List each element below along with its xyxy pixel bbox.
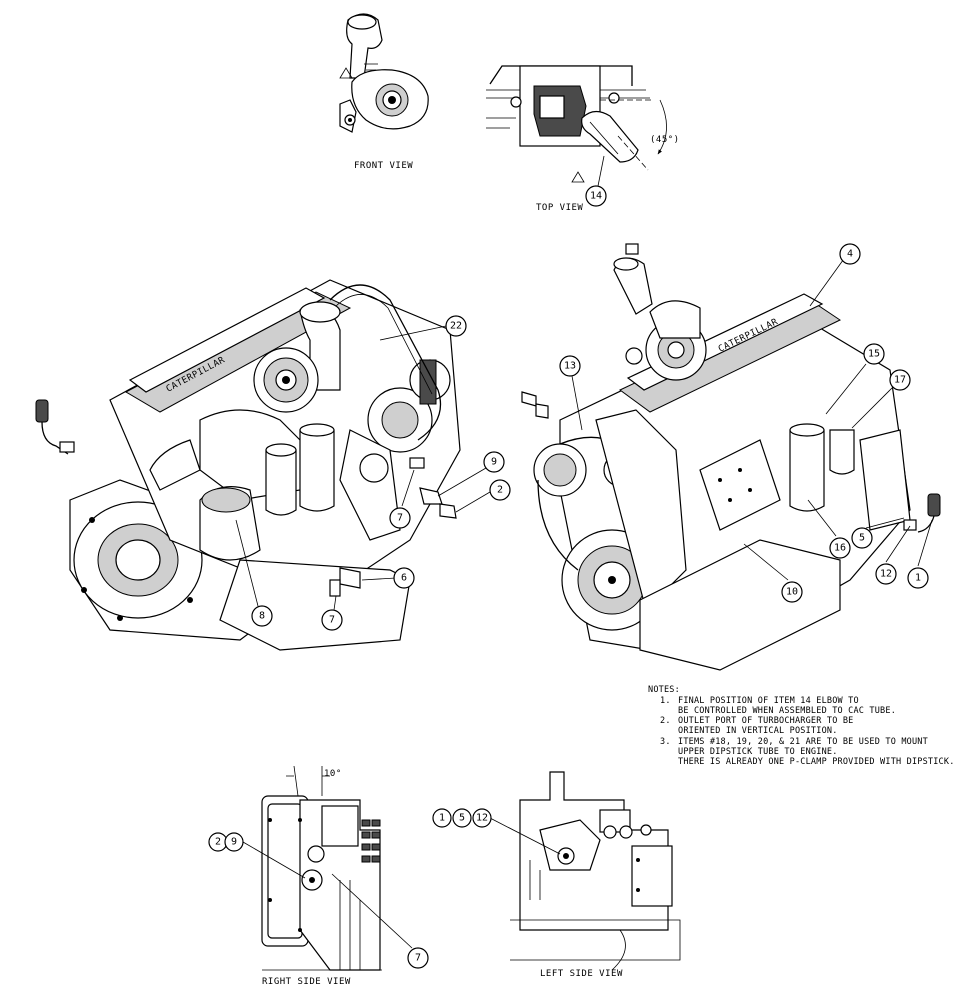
callout-10: 10 (743, 543, 803, 603)
svg-text:2: 2 (497, 485, 503, 496)
svg-text:1.: 1. (660, 696, 671, 706)
svg-text:7: 7 (415, 953, 421, 964)
svg-text:12: 12 (476, 813, 488, 824)
svg-text:22: 22 (450, 321, 462, 332)
svg-text:4: 4 (847, 249, 853, 260)
svg-text:ITEMS #18, 19, 20, & 21 ARE TO: ITEMS #18, 19, 20, & 21 ARE TO BE USED T… (678, 737, 928, 747)
callout-ls-5: 5 (452, 808, 472, 828)
svg-text:9: 9 (491, 457, 497, 468)
svg-text:BE CONTROLLED WHEN ASSEMBLED T: BE CONTROLLED WHEN ASSEMBLED TO CAC TUBE… (678, 706, 896, 716)
callout-rs-2: 2 (208, 832, 228, 852)
svg-text:17: 17 (894, 375, 906, 386)
svg-text:14: 14 (590, 191, 602, 202)
svg-text:10: 10 (786, 587, 798, 598)
svg-text:FINAL POSITION OF ITEM 14 ELBO: FINAL POSITION OF ITEM 14 ELBOW TO (678, 696, 859, 706)
svg-text:16: 16 (834, 543, 846, 554)
right-side-view-drawing (261, 765, 382, 971)
svg-text:7: 7 (397, 513, 403, 524)
svg-text:9: 9 (231, 837, 237, 848)
callout-5: 5 (851, 517, 905, 549)
top-view-drawing (486, 65, 667, 183)
callout-4: 4 (809, 243, 861, 307)
callout-7-upper: 7 (389, 469, 415, 529)
angle-10-label: 10° (324, 769, 342, 779)
svg-text:12: 12 (880, 569, 892, 580)
top-view-label: TOP VIEW (536, 203, 583, 213)
front-view-drawing (339, 13, 429, 133)
svg-text:7: 7 (329, 615, 335, 626)
svg-text:2.: 2. (660, 716, 671, 726)
callout-2: 2 (455, 479, 511, 513)
svg-text:ORIENTED IN VERTICAL POSITION.: ORIENTED IN VERTICAL POSITION. (678, 726, 838, 736)
angle-45-label: (45°) (650, 135, 680, 145)
callout-ls-1: 1 (432, 808, 452, 828)
svg-text:15: 15 (868, 349, 880, 360)
svg-text:UPPER DIPSTICK TUBE TO ENGINE.: UPPER DIPSTICK TUBE TO ENGINE. (678, 747, 838, 757)
callout-12: 12 (875, 525, 911, 585)
right-engine-drawing: CATERPILLAR (521, 243, 941, 671)
svg-text:OUTLET PORT OF TURBOCHARGER TO: OUTLET PORT OF TURBOCHARGER TO BE (678, 716, 853, 726)
left-side-view-label: LEFT SIDE VIEW (540, 969, 623, 979)
svg-text:13: 13 (564, 361, 576, 372)
callout-13: 13 (559, 355, 583, 431)
svg-text:THERE IS ALREADY ONE P-CLAMP P: THERE IS ALREADY ONE P-CLAMP PROVIDED WI… (678, 757, 955, 767)
callout-22: 22 (379, 315, 467, 341)
svg-text:5: 5 (459, 813, 465, 824)
svg-text:2: 2 (215, 837, 221, 848)
left-engine-drawing: CATERPILLAR (35, 279, 461, 651)
svg-text:6: 6 (401, 573, 407, 584)
callout-1: 1 (907, 519, 933, 589)
callout-16: 16 (807, 499, 851, 559)
callout-14: 14 (585, 155, 607, 207)
right-side-view-label: RIGHT SIDE VIEW (262, 977, 351, 987)
callout-8: 8 (235, 519, 273, 627)
callout-rs-9: 9 (224, 832, 306, 879)
svg-text:5: 5 (859, 533, 865, 544)
callout-7-lower: 7 (321, 595, 343, 631)
callout-17: 17 (851, 369, 911, 429)
front-view-label: FRONT VIEW (354, 161, 413, 171)
notes-heading: NOTES: (648, 685, 680, 695)
callout-rs-7: 7 (331, 873, 429, 969)
left-side-view-drawing (510, 771, 681, 971)
callout-15: 15 (825, 343, 885, 415)
svg-text:3.: 3. (660, 737, 671, 747)
callout-6: 6 (361, 567, 415, 589)
svg-text:1: 1 (915, 573, 921, 584)
notes-block: NOTES: 1. FINAL POSITION OF ITEM 14 ELBO… (648, 685, 955, 767)
svg-text:1: 1 (439, 813, 445, 824)
callout-9: 9 (437, 451, 505, 497)
svg-text:8: 8 (259, 611, 265, 622)
callout-ls-12: 12 (472, 808, 561, 855)
